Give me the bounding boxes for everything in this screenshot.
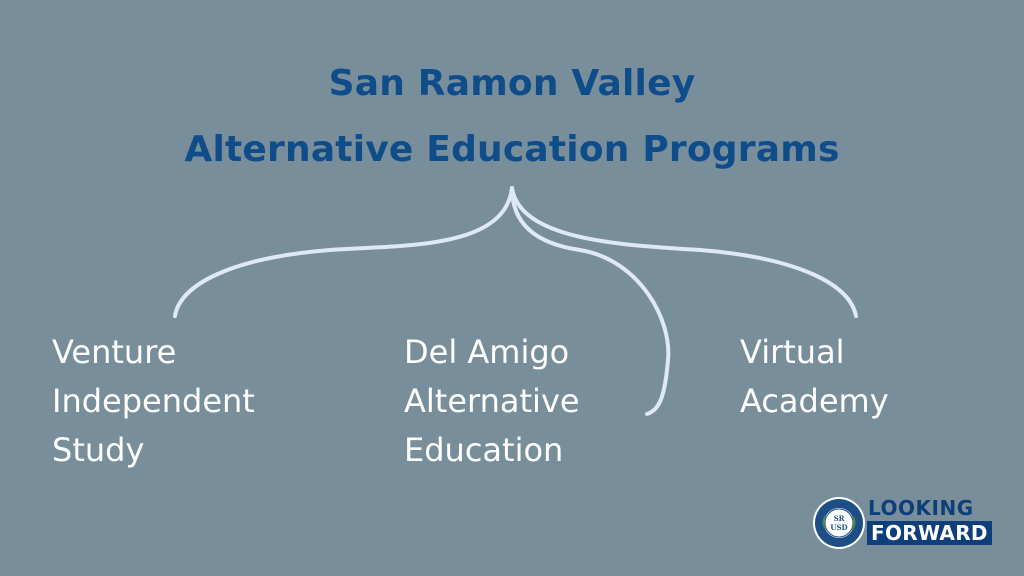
- program-virtual-academy: Virtual Academy: [740, 328, 889, 426]
- logo-forward-text: FORWARD: [867, 521, 992, 545]
- branch-left: [173, 186, 514, 318]
- program-line: Del Amigo: [404, 333, 570, 371]
- program-line: Venture: [52, 333, 177, 371]
- program-line: Independent: [52, 382, 255, 420]
- logo-looking-text: LOOKING: [868, 496, 974, 520]
- program-line: Study: [52, 431, 145, 469]
- program-line: Academy: [740, 382, 889, 420]
- district-seal-icon: SR USD: [813, 497, 865, 549]
- branch-middle: [510, 186, 671, 416]
- title-line-1: San Ramon Valley: [328, 63, 696, 104]
- program-del-amigo: Del Amigo Alternative Education: [404, 328, 580, 475]
- title-line-2: Alternative Education Programs: [184, 129, 840, 170]
- program-line: Virtual: [740, 333, 845, 371]
- program-line: Education: [404, 431, 564, 469]
- svg-text:USD: USD: [830, 523, 847, 532]
- program-venture: Venture Independent Study: [52, 328, 255, 475]
- looking-forward-logo: SR USD LOOKING FORWARD: [812, 496, 1008, 550]
- branch-right: [510, 186, 858, 318]
- program-line: Alternative: [404, 382, 580, 420]
- seal-text: SR: [834, 514, 845, 523]
